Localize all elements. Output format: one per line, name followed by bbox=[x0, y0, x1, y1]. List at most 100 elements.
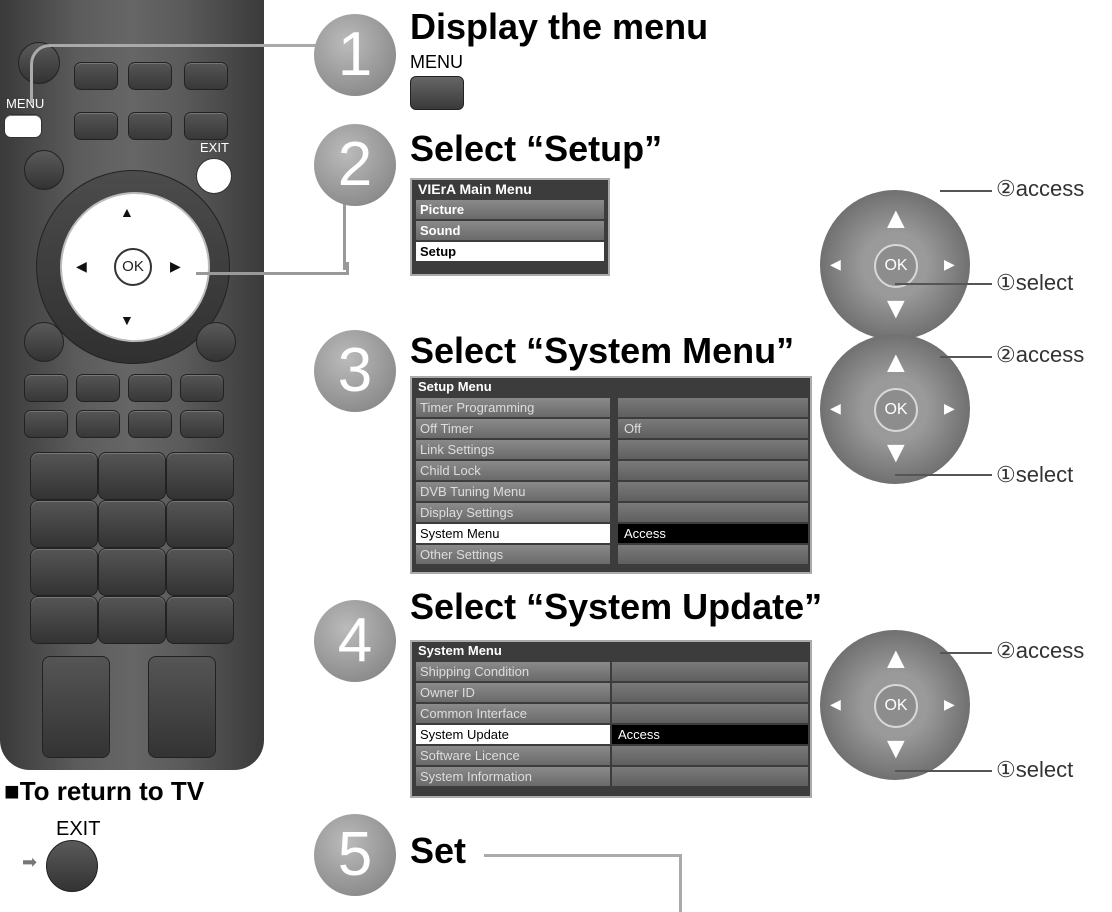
row-label: Other Settings bbox=[416, 545, 610, 564]
remote-number-key[interactable] bbox=[166, 596, 234, 644]
row-label: System Update bbox=[416, 725, 610, 744]
ok-button[interactable]: OK bbox=[874, 244, 918, 288]
remote-number-key[interactable] bbox=[30, 452, 98, 500]
access-callout-line bbox=[940, 190, 992, 192]
row-value bbox=[618, 461, 808, 480]
remote-up-arrow-icon[interactable]: ▲ bbox=[120, 204, 134, 220]
remote-button[interactable] bbox=[74, 62, 118, 90]
setup-row[interactable]: Other Settings bbox=[416, 545, 810, 564]
system-row[interactable]: Common Interface bbox=[416, 704, 810, 723]
row-label: System Menu bbox=[416, 524, 610, 543]
remote-ok-button[interactable]: OK bbox=[114, 248, 152, 286]
up-arrow-icon[interactable]: ▲ bbox=[881, 642, 911, 675]
row-value: Access bbox=[618, 524, 808, 543]
menu-callout-line bbox=[62, 44, 332, 47]
remote-button[interactable] bbox=[180, 410, 224, 438]
system-row[interactable]: System Information bbox=[416, 767, 810, 786]
menu-item-sound[interactable]: Sound bbox=[416, 221, 604, 240]
down-arrow-icon[interactable]: ▼ bbox=[881, 732, 911, 765]
remote-number-key[interactable] bbox=[98, 548, 166, 596]
setup-row[interactable]: Link Settings bbox=[416, 440, 810, 459]
remote-button[interactable] bbox=[24, 374, 68, 402]
return-exit-label: EXIT bbox=[56, 818, 101, 840]
remote-number-key[interactable] bbox=[166, 500, 234, 548]
down-arrow-icon[interactable]: ▼ bbox=[881, 292, 911, 325]
remote-right-arrow-icon[interactable]: ▶ bbox=[170, 258, 181, 274]
setup-row[interactable]: Child Lock bbox=[416, 461, 810, 480]
up-arrow-icon[interactable]: ▲ bbox=[881, 202, 911, 235]
system-row[interactable]: Shipping Condition bbox=[416, 662, 810, 681]
remote-number-key[interactable] bbox=[30, 548, 98, 596]
system-row[interactable]: Owner ID bbox=[416, 683, 810, 702]
remote-number-key[interactable] bbox=[98, 500, 166, 548]
remote-number-key[interactable] bbox=[98, 596, 166, 644]
remote-number-key[interactable] bbox=[166, 452, 234, 500]
menu-item-setup[interactable]: Setup bbox=[416, 242, 604, 261]
access-callout-line bbox=[940, 652, 992, 654]
remote-button[interactable] bbox=[128, 374, 172, 402]
up-arrow-icon[interactable]: ▲ bbox=[881, 346, 911, 379]
remote-menu-button[interactable] bbox=[4, 114, 42, 138]
remote-left-arrow-icon[interactable]: ◀ bbox=[76, 258, 87, 274]
main-menu-panel: VIErA Main Menu Picture Sound Setup bbox=[410, 178, 610, 276]
setup-row-selected[interactable]: System Menu Access bbox=[416, 524, 810, 543]
select-label: ①select bbox=[996, 462, 1074, 487]
remote-button[interactable] bbox=[196, 322, 236, 362]
remote-tall-key[interactable] bbox=[42, 656, 110, 758]
row-value bbox=[612, 746, 808, 765]
select-callout-line bbox=[895, 770, 992, 772]
system-row[interactable]: Software Licence bbox=[416, 746, 810, 765]
remote-button[interactable] bbox=[128, 112, 172, 140]
remote-button[interactable] bbox=[128, 410, 172, 438]
setup-row[interactable]: DVB Tuning Menu bbox=[416, 482, 810, 501]
remote-button[interactable] bbox=[184, 62, 228, 90]
remote-button[interactable] bbox=[184, 112, 228, 140]
ok-button[interactable]: OK bbox=[874, 388, 918, 432]
remote-button[interactable] bbox=[180, 374, 224, 402]
remote-button[interactable] bbox=[24, 150, 64, 190]
remote-button[interactable] bbox=[24, 322, 64, 362]
remote-button[interactable] bbox=[24, 410, 68, 438]
remote-button[interactable] bbox=[128, 62, 172, 90]
remote-button[interactable] bbox=[74, 112, 118, 140]
nav-pad-step4[interactable]: OK ▲ ▼ ◀ ▶ bbox=[820, 630, 970, 780]
left-arrow-icon[interactable]: ◀ bbox=[830, 696, 841, 712]
remote-number-key[interactable] bbox=[30, 596, 98, 644]
remote-number-key[interactable] bbox=[166, 548, 234, 596]
setup-row[interactable]: Display Settings bbox=[416, 503, 810, 522]
ok-button[interactable]: OK bbox=[874, 684, 918, 728]
select-callout-line bbox=[895, 474, 992, 476]
remote-down-arrow-icon[interactable]: ▼ bbox=[120, 312, 134, 328]
remote-button[interactable] bbox=[76, 410, 120, 438]
main-menu-title: VIErA Main Menu bbox=[418, 181, 532, 197]
system-menu-panel: System Menu Shipping Condition Owner ID … bbox=[410, 640, 812, 798]
nav-pad-step2[interactable]: OK ▲ ▼ ◀ ▶ bbox=[820, 190, 970, 340]
arrow-right-icon: ➡ bbox=[22, 852, 38, 872]
access-label: ②access bbox=[996, 176, 1085, 201]
right-arrow-icon[interactable]: ▶ bbox=[944, 256, 955, 272]
down-arrow-icon[interactable]: ▼ bbox=[881, 436, 911, 469]
select-callout-line bbox=[895, 283, 992, 285]
left-arrow-icon[interactable]: ◀ bbox=[830, 400, 841, 416]
remote-tall-key[interactable] bbox=[148, 656, 216, 758]
menu-item-picture[interactable]: Picture bbox=[416, 200, 604, 219]
right-arrow-icon[interactable]: ▶ bbox=[944, 400, 955, 416]
remote-button[interactable] bbox=[76, 374, 120, 402]
left-arrow-icon[interactable]: ◀ bbox=[830, 256, 841, 272]
select-label: ①select bbox=[996, 757, 1074, 782]
right-arrow-icon[interactable]: ▶ bbox=[944, 696, 955, 712]
return-to-tv-title: ■To return to TV bbox=[4, 776, 205, 806]
remote-number-key[interactable] bbox=[98, 452, 166, 500]
step-5-title: Set bbox=[410, 830, 467, 871]
return-exit-button[interactable] bbox=[46, 840, 98, 892]
remote-number-key[interactable] bbox=[30, 500, 98, 548]
setup-row[interactable]: Timer Programming bbox=[416, 398, 810, 417]
menu-button[interactable] bbox=[410, 76, 464, 110]
nav-pad-step3[interactable]: OK ▲ ▼ ◀ ▶ bbox=[820, 334, 970, 484]
step-1-title: Display the menu bbox=[410, 6, 709, 47]
row-value bbox=[618, 482, 808, 501]
access-callout-line bbox=[940, 356, 992, 358]
remote-exit-button[interactable] bbox=[196, 158, 232, 194]
